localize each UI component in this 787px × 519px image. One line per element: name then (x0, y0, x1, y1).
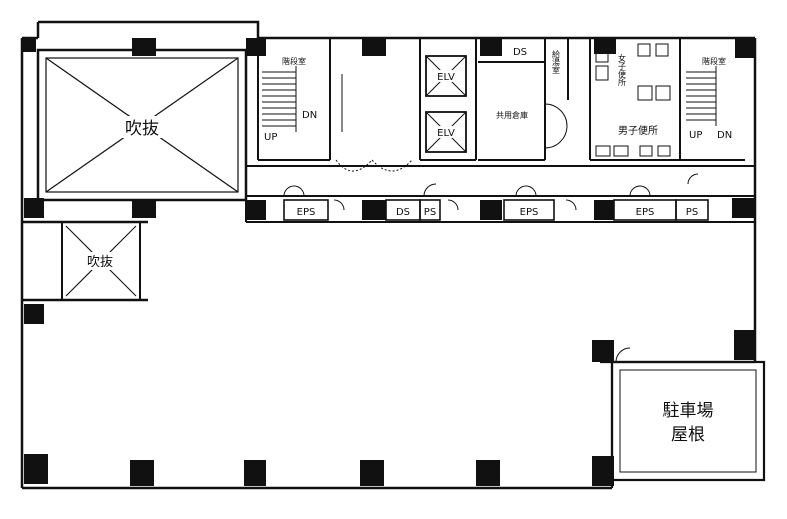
kitchenette-label: 給湯室 (552, 49, 561, 74)
column (734, 330, 754, 360)
eps-3-label: EPS (636, 207, 655, 218)
void-large: 吹抜 (36, 48, 248, 202)
elevator-lower: ELV (425, 111, 467, 153)
column (246, 200, 266, 220)
stair-right-title: 階段室 (702, 56, 726, 66)
column (362, 200, 386, 220)
columns (22, 38, 755, 486)
corridor-doors (283, 173, 699, 211)
stair-right-dn: DN (717, 130, 732, 141)
column (592, 340, 614, 362)
stair-right-up: UP (689, 130, 702, 141)
stair-left-title: 階段室 (282, 56, 306, 66)
stair-left-up: UP (264, 132, 277, 143)
column (24, 454, 48, 484)
column (476, 460, 500, 486)
column (132, 200, 156, 218)
mens-toilet-label: 男子便所 (618, 124, 658, 137)
ps-2-label: PS (686, 207, 698, 218)
ds-top-label: DS (513, 47, 527, 58)
column (594, 200, 614, 220)
column (360, 460, 384, 486)
column (24, 198, 44, 218)
lobby-doors (335, 74, 413, 172)
column (22, 38, 36, 52)
void-large-label: 吹抜 (125, 119, 159, 139)
void-small-label: 吹抜 (87, 254, 113, 270)
ds-mid-label: DS (396, 207, 410, 218)
mens-toilet: 男子便所 (595, 124, 671, 157)
void-small: 吹抜 (61, 221, 141, 301)
common-room-label: 共用倉庫 (496, 110, 528, 120)
elevator-upper: ELV (425, 55, 467, 97)
parking-roof: 駐車場 屋根 (610, 347, 766, 482)
column (480, 200, 502, 220)
ps-1-label: PS (424, 207, 436, 218)
womens-toilet-label: 女子便所 (618, 53, 627, 87)
parking-roof-label-1: 駐車場 (663, 401, 714, 421)
stair-left-dn: DN (302, 110, 317, 121)
column (246, 38, 266, 56)
core-walls (245, 38, 755, 223)
column (130, 460, 154, 486)
column (732, 198, 754, 218)
column (480, 38, 502, 56)
column (362, 38, 386, 56)
elevator-upper-label: ELV (437, 72, 455, 83)
elevator-lower-label: ELV (437, 128, 455, 139)
stair-right: 階段室 UP DN (686, 56, 732, 141)
column (244, 460, 266, 486)
column (594, 38, 616, 54)
column (735, 38, 755, 58)
stair-left: 階段室 UP DN (262, 56, 317, 143)
common-room-door (544, 103, 568, 149)
column (592, 456, 614, 486)
column (24, 304, 44, 324)
parking-roof-label-2: 屋根 (671, 425, 705, 445)
column (132, 38, 156, 56)
eps-2-label: EPS (520, 207, 539, 218)
eps-1-label: EPS (297, 207, 316, 218)
outer-walls (20, 20, 757, 490)
